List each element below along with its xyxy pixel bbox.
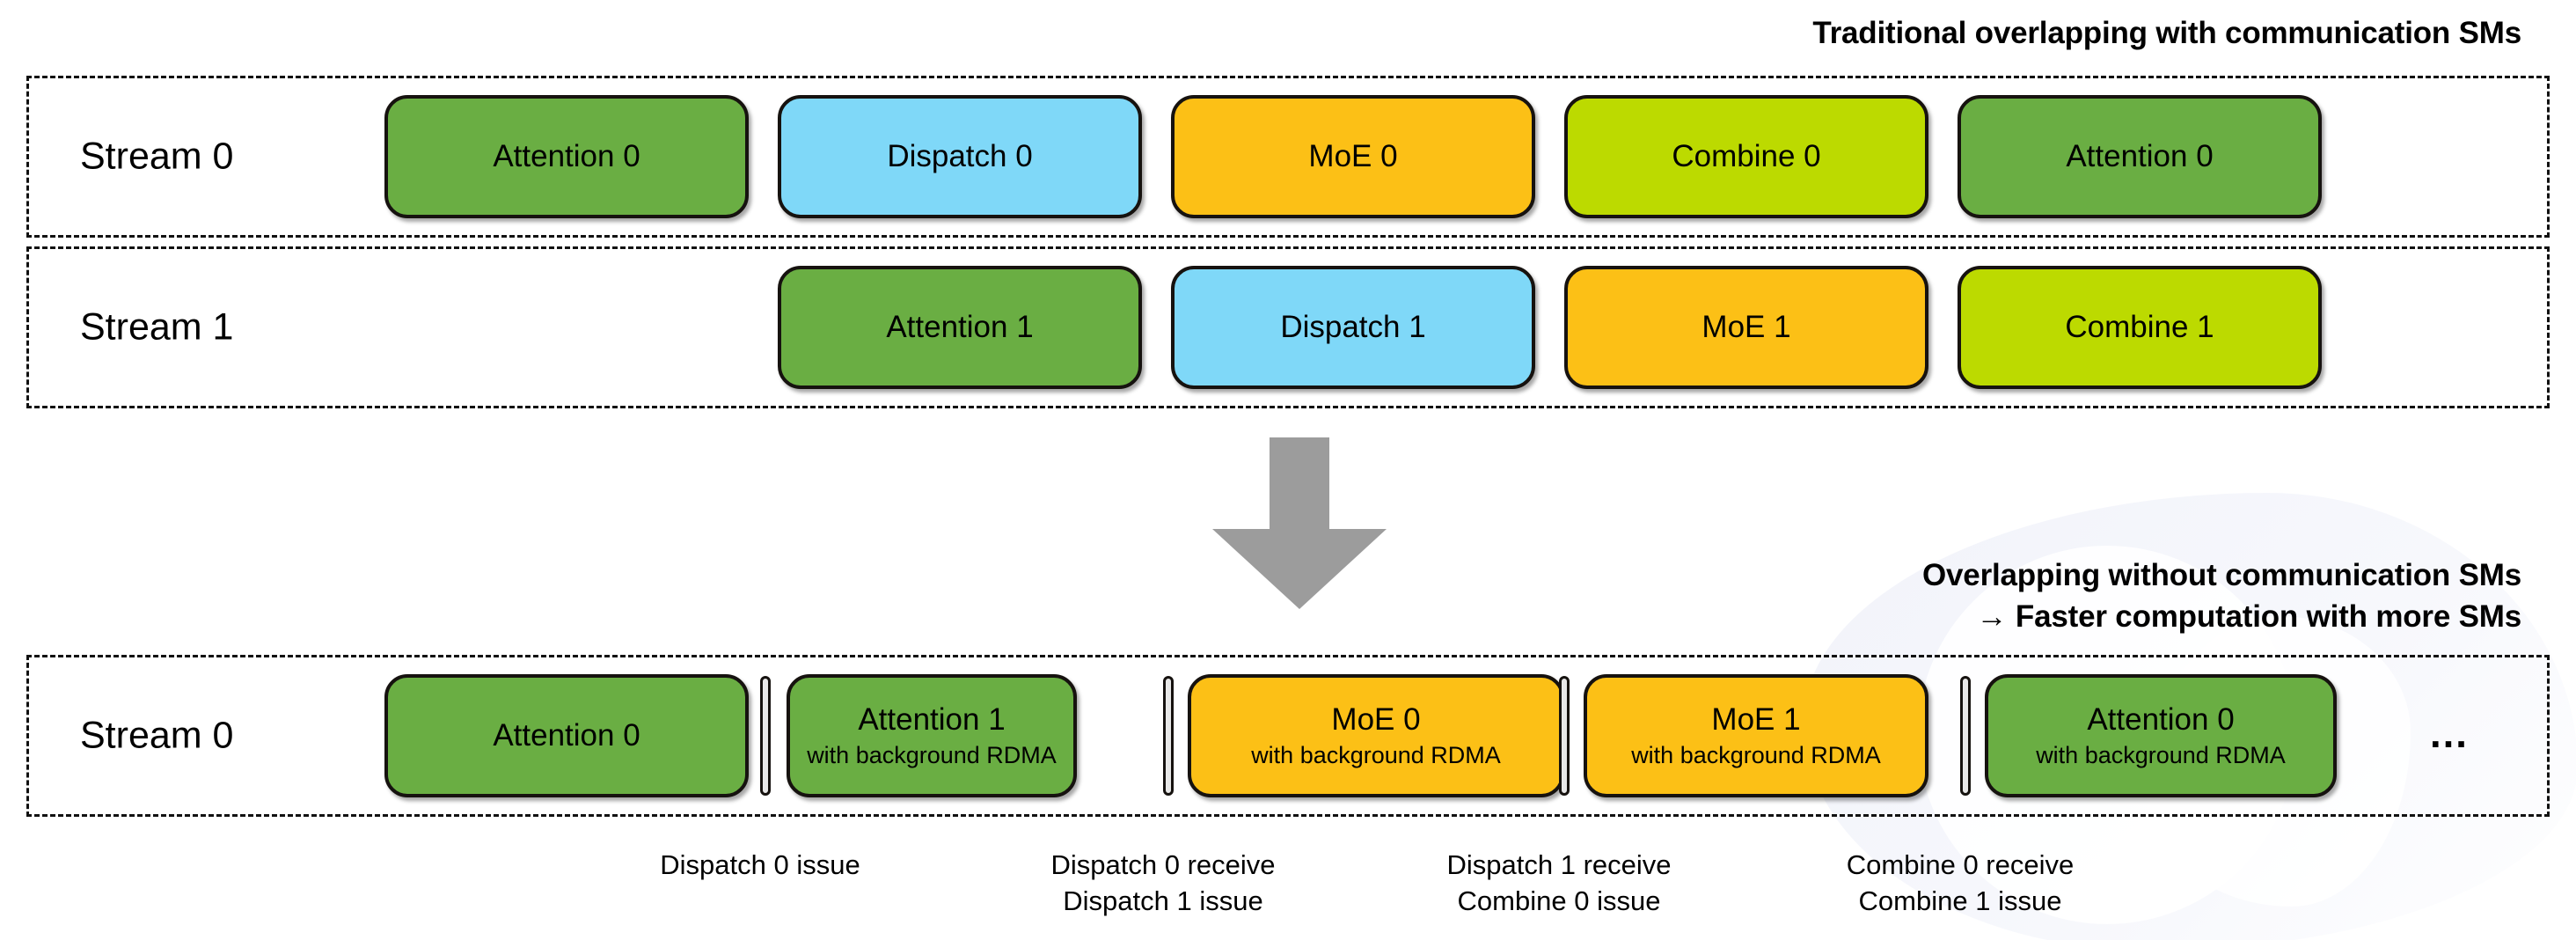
- lane-label-stream-0-bottom: Stream 0: [80, 714, 234, 757]
- stream-lane-top-0: Stream 0: [26, 76, 2550, 238]
- task-box-subtitle: with background RDMA: [1631, 742, 1881, 768]
- task-box-title: MoE 0: [1308, 139, 1398, 173]
- task-box: Combine 1: [1958, 266, 2322, 389]
- bottom-section-heading: Overlapping without communication SMs → …: [1922, 558, 2521, 634]
- task-box: Attention 1: [778, 266, 1142, 389]
- task-box: MoE 0: [1171, 95, 1535, 218]
- task-box: Attention 0: [384, 674, 749, 797]
- task-box-title: Attention 0: [2087, 702, 2235, 737]
- lane-label-stream-1: Stream 1: [80, 305, 234, 349]
- box-separator-bar: [1163, 676, 1174, 796]
- task-box-title: MoE 1: [1711, 702, 1801, 737]
- timeline-note: Dispatch 0 receive Dispatch 1 issue: [1050, 849, 1276, 916]
- task-box: Attention 0: [384, 95, 749, 218]
- task-box-title: Combine 0: [1672, 139, 1821, 173]
- task-box: MoE 1: [1564, 266, 1928, 389]
- task-box-title: Attention 0: [493, 718, 640, 753]
- task-box-title: Attention 0: [493, 139, 640, 173]
- box-separator-bar: [1960, 676, 1971, 796]
- top-section-heading: Traditional overlapping with communicati…: [1812, 16, 2521, 50]
- box-separator-bar: [760, 676, 771, 796]
- task-box-title: MoE 0: [1331, 702, 1421, 737]
- task-box: Attention 0: [1958, 95, 2322, 218]
- stream-lane-bottom-0: Stream 0: [26, 655, 2550, 817]
- task-box: Attention 1 with background RDMA: [787, 674, 1077, 797]
- task-box-subtitle: with background RDMA: [1251, 742, 1501, 768]
- continuation-ellipsis: …: [2428, 710, 2473, 756]
- task-box-subtitle: with background RDMA: [807, 742, 1057, 768]
- stream-lane-top-1: Stream 1: [26, 246, 2550, 408]
- task-box-subtitle: with background RDMA: [2036, 742, 2286, 768]
- task-box-title: Attention 1: [858, 702, 1006, 737]
- task-box-title: Attention 1: [886, 310, 1034, 344]
- box-separator-bar: [1559, 676, 1570, 796]
- timeline-note: Combine 0 receive Combine 1 issue: [1846, 849, 2075, 916]
- lane-label-stream-0: Stream 0: [80, 135, 234, 178]
- task-box-title: Combine 1: [2065, 310, 2214, 344]
- task-box-title: Dispatch 1: [1280, 310, 1426, 344]
- timeline-note: Dispatch 0 issue: [660, 849, 860, 880]
- task-box: MoE 1 with background RDMA: [1584, 674, 1928, 797]
- task-box: Dispatch 0: [778, 95, 1142, 218]
- timeline-note: Dispatch 1 receive Combine 0 issue: [1446, 849, 1672, 916]
- task-box-title: MoE 1: [1701, 310, 1791, 344]
- task-box: Combine 0: [1564, 95, 1928, 218]
- transform-arrow-icon: [1212, 437, 1387, 609]
- task-box: Attention 0 with background RDMA: [1985, 674, 2337, 797]
- task-box: Dispatch 1: [1171, 266, 1535, 389]
- task-box: MoE 0 with background RDMA: [1188, 674, 1564, 797]
- task-box-title: Attention 0: [2066, 139, 2214, 173]
- task-box-title: Dispatch 0: [887, 139, 1033, 173]
